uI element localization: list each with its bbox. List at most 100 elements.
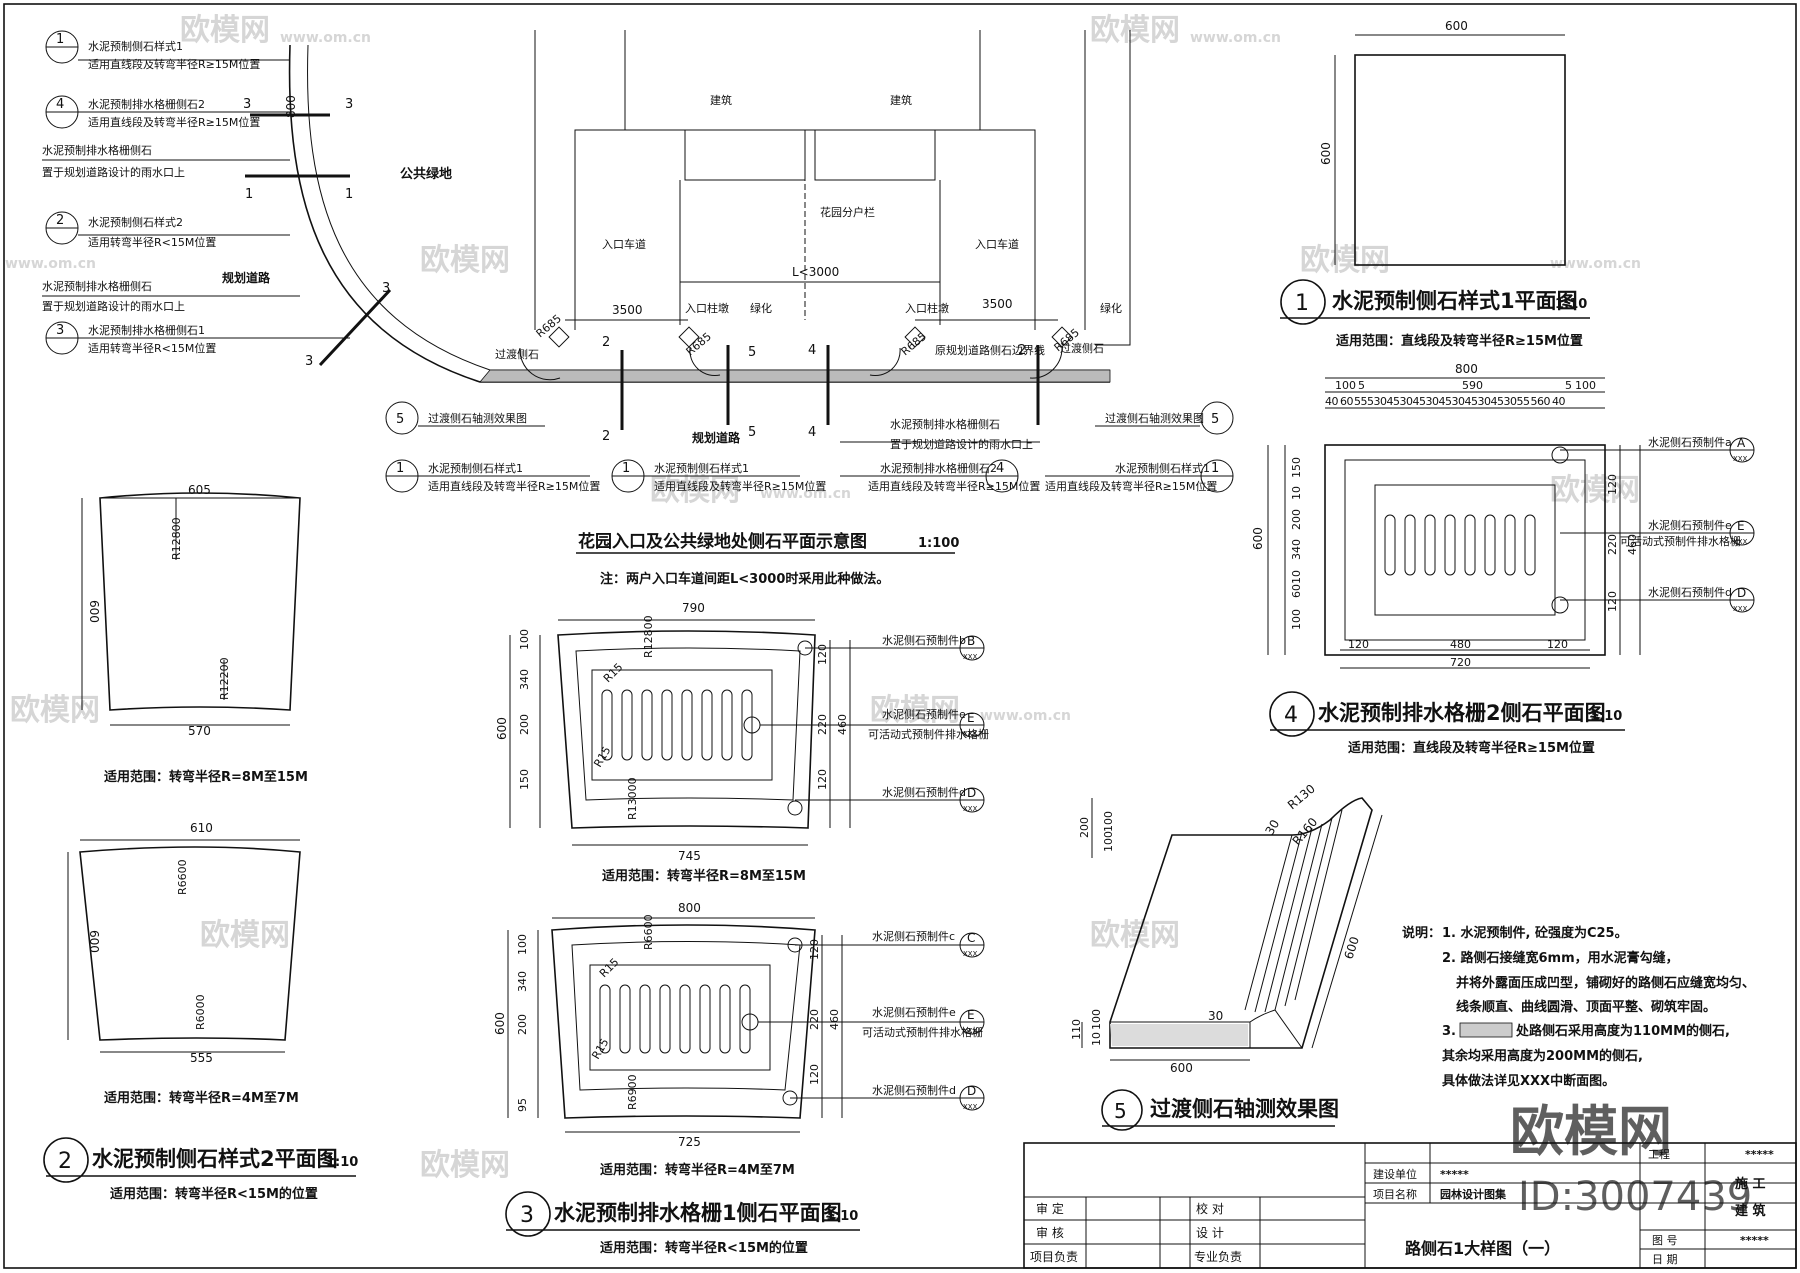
detail4-num: 4 xyxy=(1284,703,1298,728)
detail5-r160: R160 xyxy=(1290,815,1321,848)
detail-1: 600 600 1 水泥预制侧石样式1平面图 1:10 适用范围：直线段及转弯半… xyxy=(1280,19,1590,349)
callout-num: 4 xyxy=(996,461,1004,476)
cut-mark-3: 3 xyxy=(382,281,390,296)
detail3-b-h: 600 xyxy=(493,1012,507,1035)
detail-5: 100 100 200 110 100 10 R130 R160 30 30 6… xyxy=(1070,781,1383,1131)
detail2-shape-a xyxy=(99,492,301,711)
detail1-dim-h: 600 xyxy=(1319,142,1333,165)
detail3-b-label-c: 水泥侧石预制件c xyxy=(872,930,955,943)
detail4-sub-e: XXX xyxy=(1733,538,1748,546)
tb-project-no: ***** xyxy=(1745,1148,1774,1161)
detail3-b-tag-e: E xyxy=(967,1008,975,1022)
detail3-b-label-e: 水泥侧石预制件e xyxy=(872,1006,956,1019)
note-hatch-swatch xyxy=(1459,1022,1513,1038)
detail5-face-lines xyxy=(1244,809,1343,1013)
detail4-dim-bottom: 120 xyxy=(1348,638,1369,651)
label-building-left: 建筑 xyxy=(710,93,732,107)
detail3-a-dim-left: 200 xyxy=(518,714,531,735)
detail5-dim: 100 xyxy=(1090,1009,1103,1030)
cut-mark-3: 3 xyxy=(243,97,251,112)
sheet-border xyxy=(3,3,1797,1269)
callout-line2: 适用直线段及转弯半径R≥15M位置 xyxy=(654,479,826,493)
detail4-dim-bottom: 120 xyxy=(1547,638,1568,651)
callout-line2: 置于规划道路设计的雨水口上 xyxy=(42,299,185,313)
detail5-title: 过渡侧石轴测效果图 xyxy=(1150,1097,1339,1121)
callout-num: 5 xyxy=(396,412,404,427)
detail3-b-sub-e: XXX xyxy=(963,1027,978,1035)
label-entrance-post-left: 入口柱墩 xyxy=(685,301,729,315)
detail3-b-sub-c: XXX xyxy=(963,950,978,958)
cut-mark-1: 1 xyxy=(345,187,353,202)
site-plan-note: 注：两户入口车道间距L<3000时采用此种做法。 xyxy=(600,571,889,587)
tb-sheet-no: ***** xyxy=(1740,1234,1769,1247)
detail3-scale: 1:10 xyxy=(826,1209,858,1224)
watermarks: 欧模网 欧模网 欧模网 欧模网 欧模网 欧模网 欧模网 欧模网 欧模网 欧模网 … xyxy=(5,13,1752,1220)
detail4-sub-d: XXX xyxy=(1733,605,1748,613)
watermark-url: www.om.cn xyxy=(280,30,371,46)
detail4-outline xyxy=(1324,444,1606,656)
dim-spacing: L<3000 xyxy=(792,265,839,279)
detail3-b-rbot: R6900 xyxy=(626,1074,639,1110)
detail1-num: 1 xyxy=(1295,291,1309,316)
detail2-num: 2 xyxy=(58,1149,72,1174)
detail4-tag-e: E xyxy=(1737,519,1745,533)
cut-mark-2: 2 xyxy=(1018,343,1026,358)
detail5-body xyxy=(1109,797,1373,1049)
road-curb-outer xyxy=(288,44,1110,383)
detail4-dim: 590 xyxy=(1462,379,1483,392)
detail3-b-rsmall: R15 xyxy=(597,956,621,980)
tb-design: 设 计 xyxy=(1196,1226,1224,1240)
detail3-b-usage: 适用范围：转弯半径R=4M至7M xyxy=(600,1162,795,1178)
watermark-brand: 欧模网 xyxy=(870,693,960,728)
detail4-dim: 5 xyxy=(1358,379,1365,392)
detail4-dim-top: 800 xyxy=(1455,362,1478,376)
detail5-dim-600-slope: 600 xyxy=(1342,935,1362,961)
note-3c: 其余均采用高度为200MM的侧石, xyxy=(1442,1048,1643,1064)
detail4-dim-left: 10 xyxy=(1290,486,1303,500)
label-entrance-lane-left: 入口车道 xyxy=(602,237,646,251)
note-2: 2. 路侧石接缝宽6mm，用水泥膏勾缝， xyxy=(1442,950,1679,966)
detail3-a-top: 790 xyxy=(682,601,705,615)
detail3-a-label-e-extra: 可活动式预制件排水格栅 xyxy=(868,727,989,741)
note-3d: 具体做法详见XXX中断面图。 xyxy=(1442,1073,1615,1089)
detail3-b-dim-left: 95 xyxy=(516,1098,529,1112)
detail3-num: 3 xyxy=(520,1203,534,1228)
transition-curb-hatch xyxy=(479,369,1111,383)
tb-project: 园林设计图集 xyxy=(1440,1187,1507,1201)
detail4-dim-left: 100 xyxy=(1290,609,1303,630)
callout-num: 1 xyxy=(56,32,64,47)
detail2-a-usage: 适用范围：转弯半径R=8M至15M xyxy=(104,769,308,785)
cut-mark-1: 1 xyxy=(245,187,253,202)
detail4-usage: 适用范围：直线段及转弯半径R≥15M位置 xyxy=(1348,740,1595,756)
callout-line2: 适用直线段及转弯半径R≥15M位置 xyxy=(868,479,1040,493)
detail3-b-label-d: 水泥侧石预制件d xyxy=(872,1084,956,1097)
tb-review: 审 核 xyxy=(1036,1225,1064,1240)
detail2-b-top: 610 xyxy=(190,821,213,835)
tb-build-unit: ***** xyxy=(1440,1168,1469,1181)
detail3-a-tag-e: E xyxy=(967,711,975,725)
watermark-brand: 欧模网 xyxy=(420,1148,510,1183)
callout-line2: 置于规划道路设计的雨水口上 xyxy=(42,165,185,179)
detail3-a-label-d: 水泥侧石预制件d xyxy=(882,786,966,799)
detail3-b-rtop: R6600 xyxy=(642,914,655,950)
callout-num: 1 xyxy=(622,461,630,476)
callout-line1: 水泥预制侧石样式2 xyxy=(88,215,183,229)
detail3-a-dim-left: 100 xyxy=(518,629,531,650)
callout-line1: 水泥预制侧石样式1 xyxy=(654,461,749,475)
detail3-a-dim-right: 120 xyxy=(816,769,829,790)
detail3-a-rbot: R13000 xyxy=(626,777,639,820)
detail4-tag-d: D xyxy=(1737,586,1746,600)
callout-num: 5 xyxy=(1211,412,1219,427)
detail3-b-dim-left: 340 xyxy=(516,971,529,992)
detail3-b-bottom: 725 xyxy=(678,1135,701,1149)
detail4-dim-left: 150 xyxy=(1290,457,1303,478)
tb-project-lead: 项目负责 xyxy=(1030,1250,1078,1264)
detail4-dim: 100 xyxy=(1575,379,1596,392)
callout-line2: 适用转弯半径R<15M位置 xyxy=(88,235,216,249)
callout-line1: 水泥预制排水格栅侧石 xyxy=(890,417,1000,431)
detail3-a-h: 600 xyxy=(495,717,509,740)
detail3-shape-b xyxy=(551,924,816,1119)
detail3-usage: 适用范围：转弯半径R<15M的位置 xyxy=(600,1240,808,1256)
detail3-a-dim-left: 150 xyxy=(518,769,531,790)
